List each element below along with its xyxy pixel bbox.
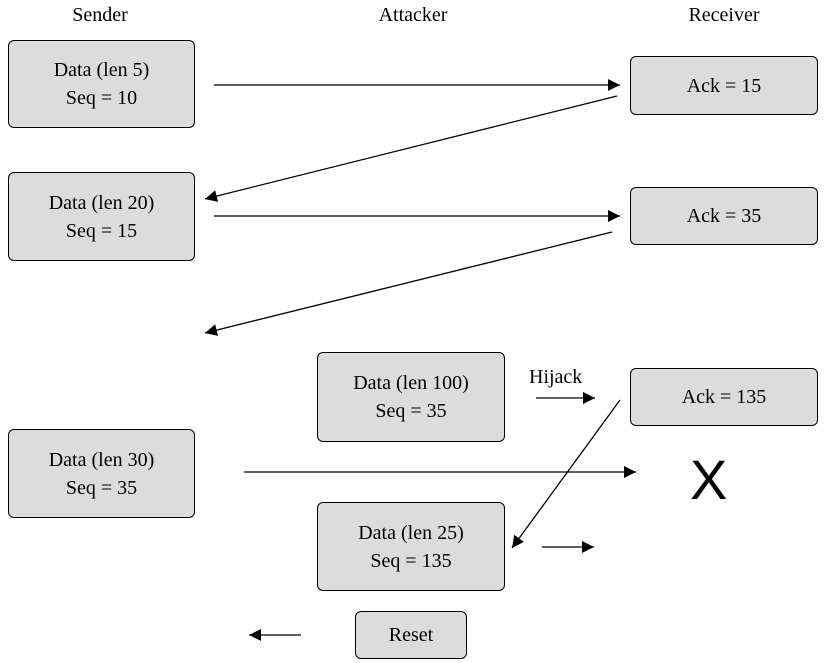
reset-packet: Reset [355,611,467,659]
ack-label: Ack = 35 [686,205,762,227]
arrow-receiver-to-sender-1 [204,95,618,202]
attacker-column-header: Attacker [378,4,448,26]
packet-seq-label: Seq = 35 [375,400,447,422]
receiver-ack-2: Ack = 35 [630,187,818,245]
packet-seq-label: Seq = 10 [65,87,138,109]
packet-seq-label: Seq = 135 [370,549,452,572]
receiver-ack-3: Ack = 135 [630,368,818,426]
sender-column-header: Sender [72,4,128,26]
arrow-receiver-to-sender-2 [204,231,613,336]
packet-seq-label: Seq = 15 [65,219,138,242]
ack-label: Ack = 135 [681,386,767,408]
attacker-packet-2: Data (len 25) Seq = 135 [317,502,505,591]
receiver-ack-1: Ack = 15 [630,56,818,115]
packet-length-label: Data (len 20) [48,191,155,214]
attacker-packet-1: Data (len 100) Seq = 35 [317,352,505,442]
hijack-label: Hijack [529,366,583,388]
packet-length-label: Data (len 100) [353,372,469,394]
packet-length-label: Data (len 5) [53,59,150,81]
receiver-column-header: Receiver [688,4,760,26]
sender-packet-3: Data (len 30) Seq = 35 [8,429,195,518]
dropped-packet-mark: X [690,448,728,511]
packet-length-label: Data (len 25) [358,521,464,544]
sender-packet-1: Data (len 5) Seq = 10 [8,40,195,128]
packet-length-label: Data (len 30) [48,448,155,471]
packet-seq-label: Seq = 35 [65,476,138,499]
sender-packet-2: Data (len 20) Seq = 15 [8,172,195,261]
ack-label: Ack = 15 [686,74,762,97]
reset-label: Reset [388,624,434,646]
arrow-receiver-to-attacker [511,399,621,549]
